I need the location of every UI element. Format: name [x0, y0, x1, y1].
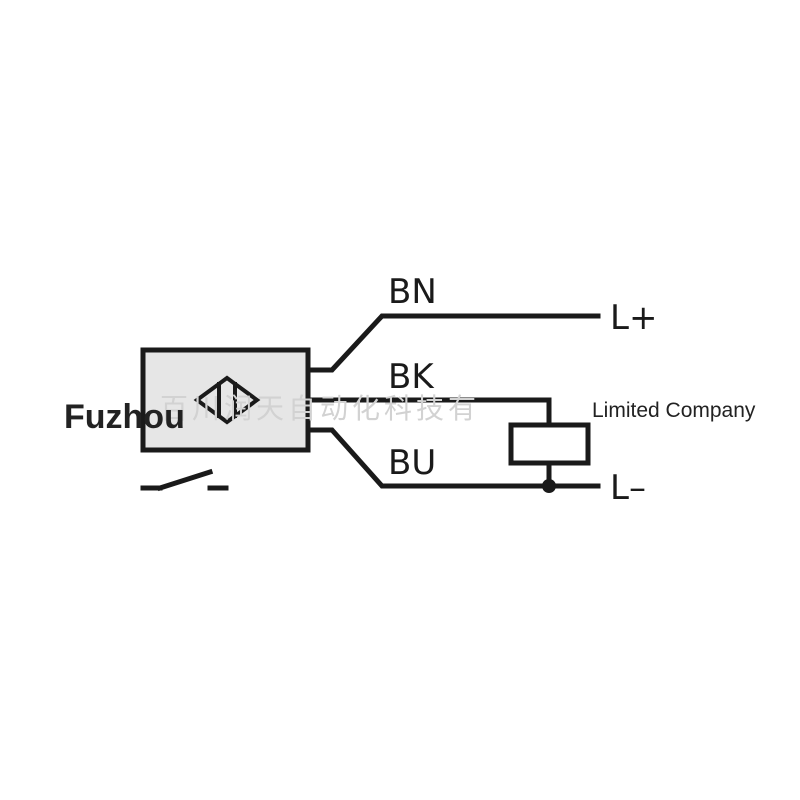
label-bk: BK: [388, 357, 435, 397]
watermark-middle: 百川润天自动化科技有: [160, 392, 480, 425]
terminal-positive: L+: [610, 298, 657, 338]
switch-symbol-icon: [140, 468, 229, 492]
wire-bk: [305, 397, 552, 428]
watermark-suffix: Limited Company: [592, 399, 756, 422]
sensor-symbol-icon: [193, 375, 261, 425]
junction-dot: [542, 479, 556, 493]
wire-bu: [305, 427, 601, 489]
terminal-negative: L–: [610, 468, 646, 508]
label-bu: BU: [388, 443, 436, 483]
label-bn: BN: [388, 272, 437, 312]
wire-bn: [305, 313, 601, 373]
load-resistor: [508, 422, 591, 466]
watermark-prefix: Fuzhou: [64, 398, 185, 436]
watermark-band: [585, 390, 735, 422]
sensor-body: [140, 347, 311, 453]
